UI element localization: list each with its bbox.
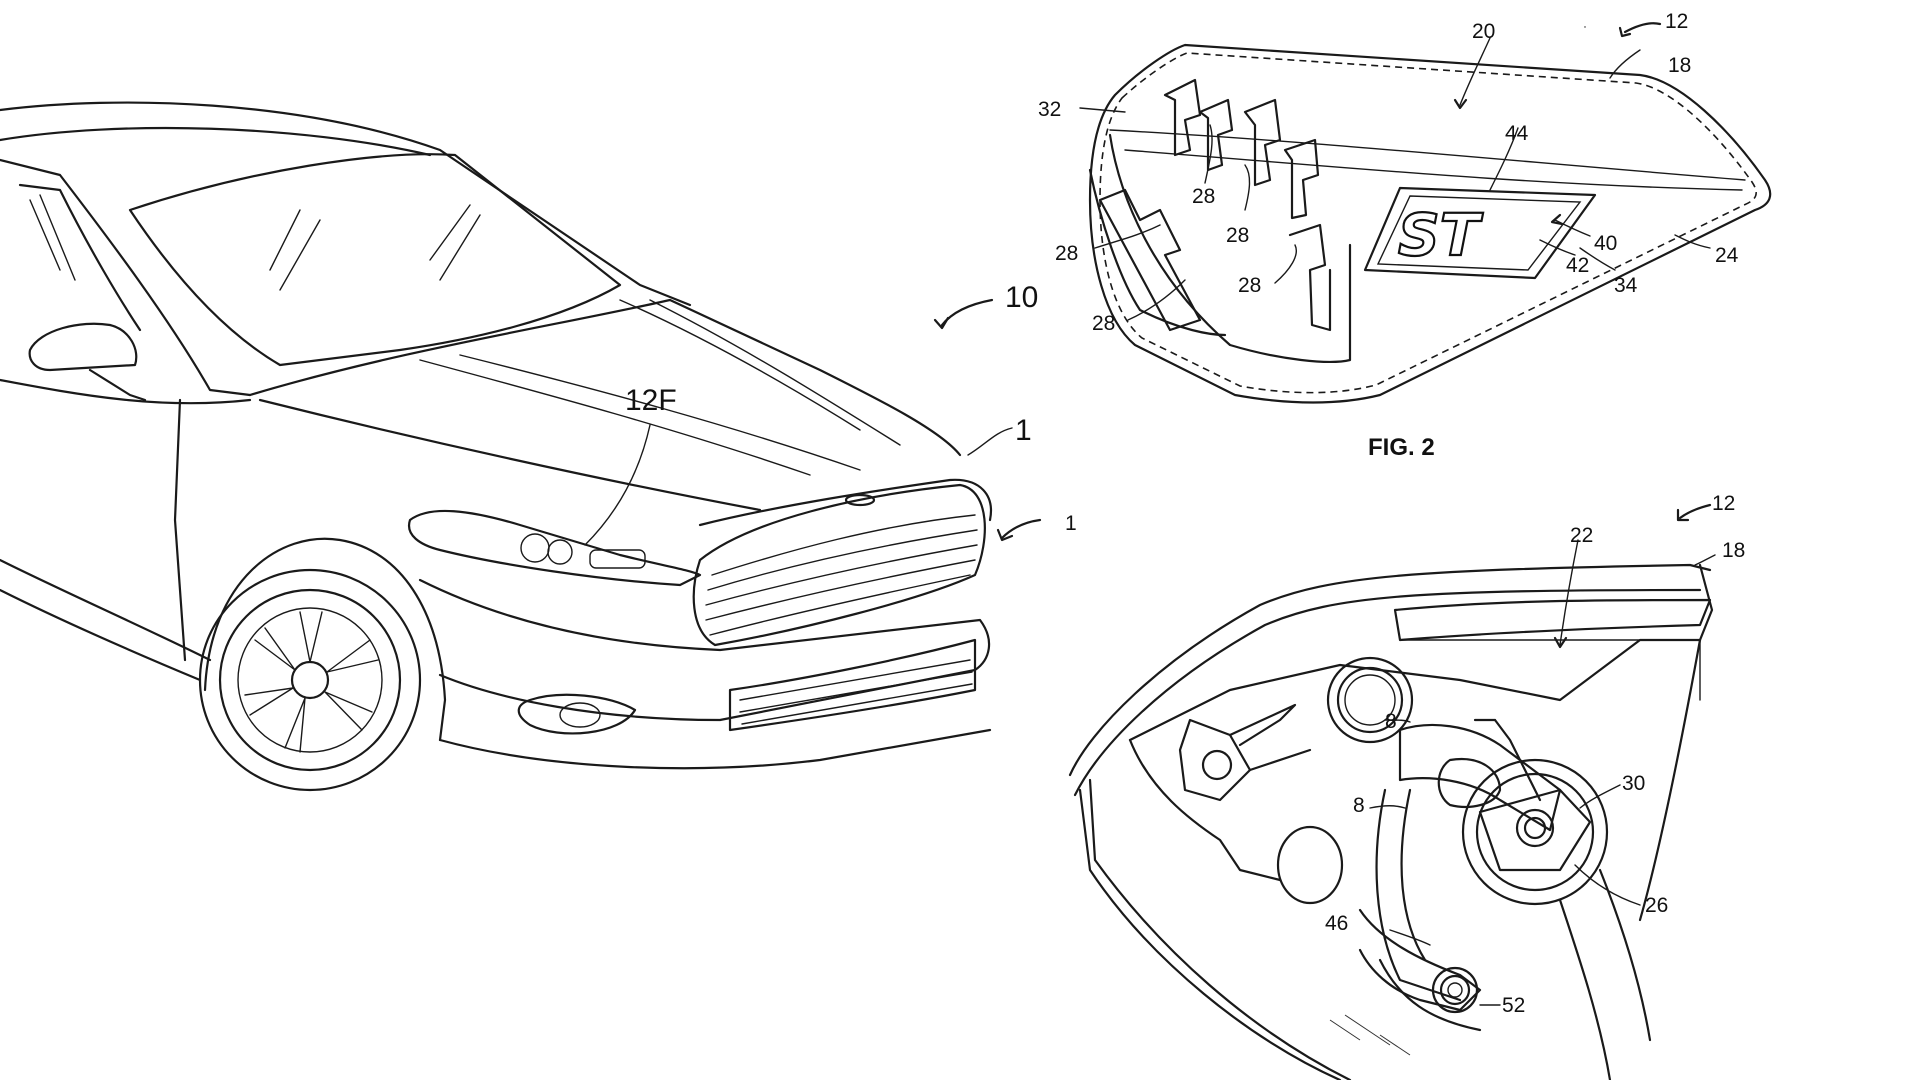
- label-seal: 34: [1614, 274, 1638, 297]
- wheel-spokes: [245, 612, 378, 752]
- figure-3-lamp-interior: [1070, 27, 1715, 1080]
- vehicle-drawing: [0, 103, 1040, 790]
- label-bracket-e: 28: [1092, 312, 1115, 335]
- label-bulb-b: 8: [1353, 794, 1365, 817]
- label-socket: 26: [1645, 894, 1668, 917]
- label-badge-face: 44: [1505, 122, 1529, 145]
- label-badge: 40: [1594, 232, 1617, 255]
- figure-2-lamp: ST: [1080, 23, 1770, 402]
- label-bracket-a: 28: [1192, 185, 1215, 208]
- label-panel: 32: [1038, 98, 1061, 121]
- label-bracket-d: 28: [1238, 274, 1261, 297]
- label-assembly-fig2: 12: [1665, 10, 1688, 33]
- label-bracket-c: 28: [1055, 242, 1078, 265]
- label-reflector: 22: [1570, 524, 1593, 547]
- label-hood: 12F: [625, 384, 677, 417]
- label-ring: 30: [1622, 772, 1645, 795]
- label-vehicle: 10: [1005, 281, 1038, 314]
- label-bracket-b: 28: [1226, 224, 1249, 247]
- label-assembly-fig3: 12: [1712, 492, 1735, 515]
- label-rim: 24: [1715, 244, 1739, 267]
- figure-2-caption: FIG. 2: [1368, 434, 1435, 461]
- label-badge-edge: 42: [1566, 254, 1589, 277]
- label-lamp-partial: 1: [1015, 414, 1032, 447]
- label-housing: 20: [1472, 20, 1495, 43]
- label-mount: 46: [1325, 912, 1348, 935]
- label-screw: 52: [1502, 994, 1525, 1017]
- label-lens-fig3: 18: [1722, 539, 1745, 562]
- label-bulb-a: 8: [1385, 710, 1397, 733]
- label-lens-fig2: 18: [1668, 54, 1691, 77]
- label-arrow-partial: 1: [1065, 512, 1077, 535]
- st-badge-logo: ST: [1398, 201, 1484, 269]
